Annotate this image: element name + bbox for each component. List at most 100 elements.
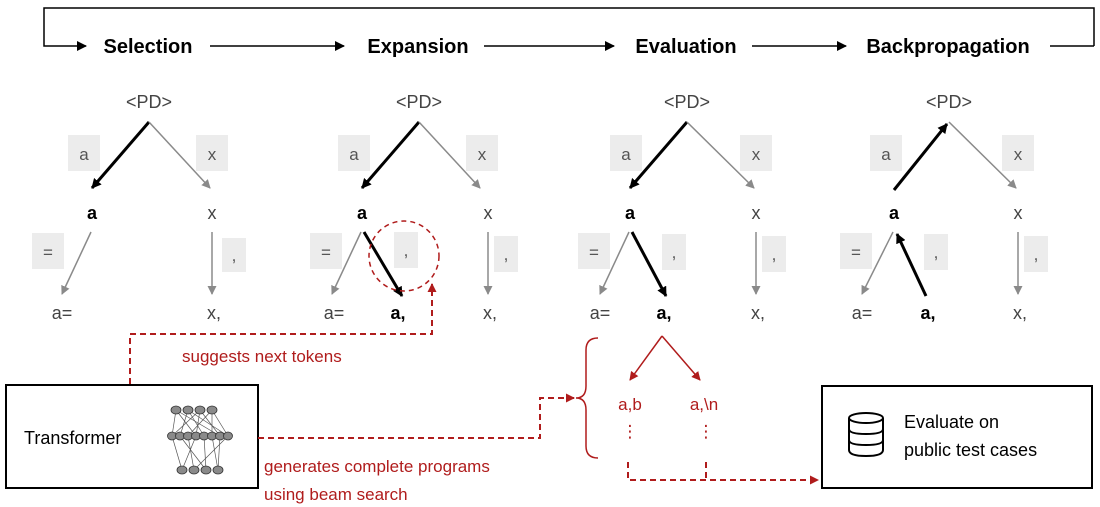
edge-label-a: a bbox=[621, 145, 631, 164]
edge-label-box bbox=[840, 233, 872, 269]
edge-a-acomma-new bbox=[362, 231, 404, 297]
node-x-comma: x, bbox=[751, 303, 765, 323]
node-a: a bbox=[357, 203, 368, 223]
stage-expansion: Expansion bbox=[367, 36, 468, 58]
edge-label-box bbox=[870, 135, 902, 171]
edge-label-a: a bbox=[79, 145, 89, 164]
neural-network-icon bbox=[167, 405, 233, 475]
edge-label-box bbox=[494, 236, 518, 272]
stage-backpropagation: Backpropagation bbox=[866, 36, 1029, 58]
generates-label-line2: using beam search bbox=[264, 485, 408, 504]
node-a-eq: a= bbox=[52, 303, 73, 323]
beam-edge-right bbox=[661, 335, 701, 381]
edge-a-acomma bbox=[630, 231, 668, 297]
transformer-label: Transformer bbox=[24, 428, 121, 448]
edge-label-box bbox=[924, 234, 948, 270]
edge-label-comma: , bbox=[934, 243, 939, 262]
edge-a-aeq bbox=[599, 231, 630, 295]
edge-label-eq: = bbox=[851, 243, 861, 262]
node-a-eq: a= bbox=[590, 303, 611, 323]
edge-label-comma: , bbox=[404, 241, 409, 260]
edge-label-comma: , bbox=[1034, 245, 1039, 264]
edge-label-box bbox=[1002, 135, 1034, 171]
edge-label-box bbox=[1024, 236, 1048, 272]
edge-root-x bbox=[948, 121, 1017, 189]
stage-evaluation: Evaluation bbox=[635, 36, 736, 58]
node-a: a bbox=[625, 203, 636, 223]
edge-label-box bbox=[196, 135, 228, 171]
edge-root-x bbox=[418, 121, 481, 189]
node-x: x bbox=[484, 203, 493, 223]
evaluate-label-line1: Evaluate on bbox=[904, 412, 999, 432]
beam-bracket bbox=[575, 337, 599, 459]
edge-label-comma: , bbox=[772, 245, 777, 264]
edge-root-a bbox=[90, 121, 151, 189]
edge-root-a bbox=[360, 121, 421, 189]
edge-label-box bbox=[222, 238, 246, 272]
root-node: <PD> bbox=[664, 92, 710, 112]
edge-label-comma: , bbox=[672, 243, 677, 262]
database-icon bbox=[848, 412, 884, 458]
tree-selection: <PD> a x a x = , a= x, bbox=[32, 92, 246, 323]
root-node: <PD> bbox=[926, 92, 972, 112]
stage-selection: Selection bbox=[104, 36, 193, 58]
evaluate-box: Evaluate on public test cases bbox=[821, 385, 1093, 489]
edge-root-x bbox=[686, 121, 755, 189]
root-node: <PD> bbox=[396, 92, 442, 112]
edge-label-eq: = bbox=[43, 243, 53, 262]
edge-label-eq: = bbox=[321, 243, 331, 262]
edge-label-box bbox=[578, 233, 610, 269]
edge-a-aeq bbox=[861, 231, 894, 295]
edge-label-box bbox=[466, 135, 498, 171]
node-x: x bbox=[1014, 203, 1023, 223]
tree-evaluation: <PD> a x a x = , , a= a, x, bbox=[578, 92, 786, 323]
edge-root-a bbox=[628, 121, 689, 189]
edge-label-box bbox=[740, 135, 772, 171]
node-x: x bbox=[752, 203, 761, 223]
node-x-comma: x, bbox=[207, 303, 221, 323]
edge-label-eq: = bbox=[589, 243, 599, 262]
edge-acomma-a-backprop bbox=[895, 233, 928, 297]
cycle-return-arrow bbox=[43, 7, 1095, 51]
edge-label-comma: , bbox=[504, 245, 509, 264]
beam-dots-left: ⋮ bbox=[622, 422, 639, 441]
edge-label-box bbox=[762, 236, 786, 272]
node-x-comma: x, bbox=[1013, 303, 1027, 323]
beam-edge-left bbox=[629, 335, 663, 381]
edge-a-aeq bbox=[61, 231, 92, 295]
transformer-box: Transformer bbox=[5, 384, 259, 489]
tree-expansion: <PD> a x a x = , , a= a, x, bbox=[310, 92, 518, 323]
beam-dots-right: ⋮ bbox=[698, 422, 715, 441]
generates-arrow bbox=[258, 393, 575, 439]
new-node-highlight bbox=[368, 220, 440, 292]
node-a: a bbox=[87, 203, 98, 223]
edge-a-aeq bbox=[331, 231, 362, 295]
edge-a-root-backprop bbox=[892, 123, 949, 191]
edge-label-box bbox=[394, 232, 418, 268]
tree-backpropagation: <PD> a x a x = , , a= a, x, bbox=[840, 92, 1048, 323]
evaluate-arrow bbox=[627, 462, 819, 485]
node-a-comma: a, bbox=[920, 303, 935, 323]
node-x-comma: x, bbox=[483, 303, 497, 323]
generates-label-line1: generates complete programs bbox=[264, 457, 490, 476]
node-a-comma: a, bbox=[656, 303, 671, 323]
edge-label-a: a bbox=[349, 145, 359, 164]
node-a-eq: a= bbox=[324, 303, 345, 323]
cycle-frame bbox=[43, 7, 1095, 51]
edge-label-box bbox=[662, 234, 686, 270]
root-node: <PD> bbox=[126, 92, 172, 112]
node-a-comma: a, bbox=[390, 303, 405, 323]
edge-label-x: x bbox=[478, 145, 487, 164]
edge-root-x bbox=[148, 121, 211, 189]
node-a-eq: a= bbox=[852, 303, 873, 323]
node-x: x bbox=[208, 203, 217, 223]
edge-label-box bbox=[32, 233, 64, 269]
edge-label-box bbox=[610, 135, 642, 171]
edge-label-x: x bbox=[752, 145, 761, 164]
edge-label-comma: , bbox=[232, 246, 237, 265]
edge-label-x: x bbox=[208, 145, 217, 164]
beam-candidate-right: a,\n bbox=[690, 395, 718, 414]
edge-label-box bbox=[310, 233, 342, 269]
edge-label-box bbox=[338, 135, 370, 171]
node-a: a bbox=[889, 203, 900, 223]
